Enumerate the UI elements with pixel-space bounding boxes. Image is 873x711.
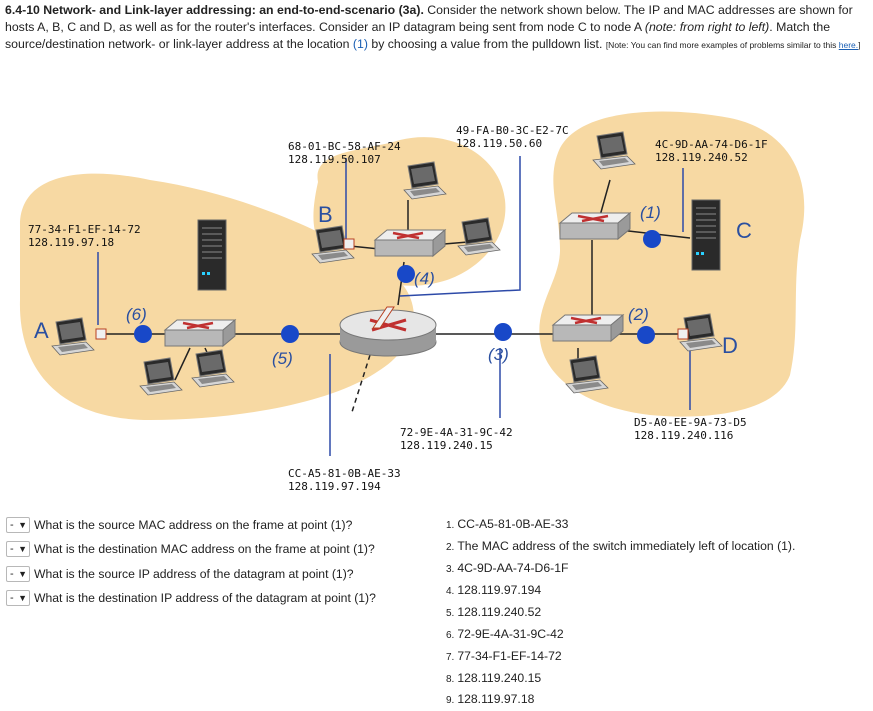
location-label-2: (2): [628, 305, 649, 324]
answer-select[interactable]: -▼: [6, 566, 30, 582]
interface-3-dot: [494, 323, 512, 341]
answer-option: 2.The MAC address of the switch immediat…: [446, 539, 796, 553]
answer-option: 3.4C-9D-AA-74-D6-1F: [446, 561, 569, 575]
switch-top-icon: [373, 228, 447, 258]
answer-option: 9.128.119.97.18: [446, 692, 535, 706]
router-if4-ip: 128.119.50.60: [456, 137, 542, 150]
router-if3-mac: 72-9E-4A-31-9C-42: [400, 426, 513, 439]
host-c-mac: 4C-9D-AA-74-D6-1F: [655, 138, 768, 151]
host-a-ip: 128.119.97.18: [28, 236, 114, 249]
interface-4-dot: [397, 265, 415, 283]
question-text: What is the source MAC address on the fr…: [34, 518, 353, 532]
question-row: -▼ What is the destination IP address of…: [6, 590, 376, 606]
node-label-b: B: [318, 202, 333, 227]
switch-right-top-icon: [558, 211, 632, 241]
question-text: What is the destination MAC address on t…: [34, 542, 375, 556]
top-subnet: [313, 137, 506, 286]
network-diagram: A B C D (1) (2) (3) (4) (5) (6) 77-34-F1…: [19, 111, 805, 493]
router-if4-mac: 49-FA-B0-3C-E2-7C: [456, 124, 569, 137]
question-row: -▼ What is the source IP address of the …: [6, 566, 354, 582]
router-if5-mac: CC-A5-81-0B-AE-33: [288, 467, 401, 480]
host-b-ip: 128.119.50.107: [288, 153, 381, 166]
problem-statement: 6.4-10 Network- and Link-layer addressin…: [5, 2, 870, 54]
chevron-down-icon: ▼: [18, 520, 27, 530]
answer-option: 7.77-34-F1-EF-14-72: [446, 649, 562, 663]
host-d-ip: 128.119.240.116: [634, 429, 733, 442]
node-label-a: A: [34, 318, 49, 343]
node-label-d: D: [722, 333, 738, 358]
router-if3-ip: 128.119.240.15: [400, 439, 493, 452]
answer-option: 1.CC-A5-81-0B-AE-33: [446, 517, 569, 531]
direction-note: (note: from right to left): [644, 20, 770, 34]
location-label-1: (1): [640, 203, 661, 222]
chevron-down-icon: ▼: [18, 593, 27, 603]
router-if5-ip: 128.119.97.194: [288, 480, 381, 493]
location-label-4: (4): [414, 269, 435, 288]
node-label-c: C: [736, 218, 752, 243]
match-text: . Match the source/destination network- …: [5, 20, 831, 51]
chevron-down-icon: ▼: [18, 544, 27, 554]
host-a-mac: 77-34-F1-EF-14-72: [28, 223, 141, 236]
answer-option: 4.128.119.97.194: [446, 583, 542, 597]
host-c-server-icon: [691, 199, 721, 271]
location-label-5: (5): [272, 349, 293, 368]
answer-select[interactable]: -▼: [6, 590, 30, 606]
examples-link[interactable]: here.: [838, 40, 859, 50]
problem-title: 6.4-10 Network- and Link-layer addressin…: [5, 3, 424, 17]
answer-option: 8.128.119.240.15: [446, 671, 542, 685]
location-label-6: (6): [126, 305, 147, 324]
host-b-mac: 68-01-BC-58-AF-24: [288, 140, 401, 153]
router-icon: [339, 309, 437, 357]
answer-select[interactable]: -▼: [6, 541, 30, 557]
examples-note: [Note: You can find more examples of pro…: [605, 40, 839, 50]
question-row: -▼ What is the destination MAC address o…: [6, 541, 375, 557]
choose-text: by choosing a value from the pulldown li…: [367, 37, 606, 51]
question-text: What is the source IP address of the dat…: [34, 567, 354, 581]
left-subnet: [19, 173, 414, 420]
switch-left-icon: [163, 318, 237, 348]
location-ref: (1): [352, 37, 368, 51]
question-text: What is the destination IP address of th…: [34, 591, 376, 605]
problem-intro: Consider the network shown below. The IP…: [5, 3, 853, 34]
answer-option: 5.128.119.240.52: [446, 605, 542, 619]
location-label-3: (3): [488, 345, 509, 364]
question-row: -▼ What is the source MAC address on the…: [6, 517, 352, 533]
interface-2-dot: [637, 326, 655, 344]
switch-right-bottom-icon: [551, 313, 625, 343]
interface-6-dot: [134, 325, 152, 343]
answer-option: 6.72-9E-4A-31-9C-42: [446, 627, 564, 641]
host-d-mac: D5-A0-EE-9A-73-D5: [634, 416, 747, 429]
interface-5-dot: [281, 325, 299, 343]
server-icon: [197, 219, 227, 291]
answer-select[interactable]: -▼: [6, 517, 30, 533]
interface-1-dot: [643, 230, 661, 248]
host-c-ip: 128.119.240.52: [655, 151, 748, 164]
examples-note-end: ]: [858, 40, 861, 50]
chevron-down-icon: ▼: [18, 569, 27, 579]
